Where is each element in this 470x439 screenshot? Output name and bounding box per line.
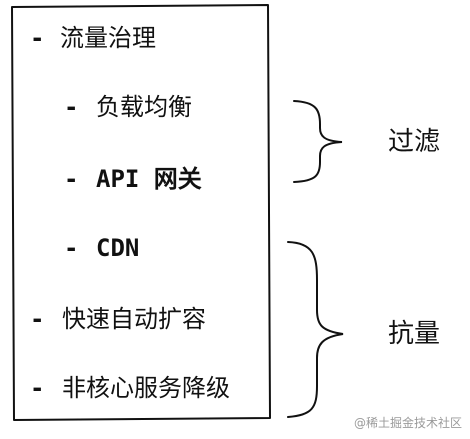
item-label: 流量治理 (60, 24, 156, 52)
group-label-filter: 过滤 (388, 127, 441, 157)
bullet-dash: - (30, 24, 45, 52)
bullet-dash: - (30, 374, 45, 402)
bullet-dash: - (64, 165, 79, 193)
item-label: CDN (96, 234, 140, 262)
item-label: API 网关 (96, 165, 202, 193)
group-label-resist: 抗量 (388, 319, 441, 349)
item-label: 负载均衡 (96, 93, 192, 121)
curly-brace-icon (287, 241, 344, 418)
item-label: 快速自动扩容 (62, 305, 206, 333)
bullet-dash: - (64, 93, 79, 121)
item-label: 非核心服务降级 (62, 374, 230, 402)
watermark: @稀土掘金技术社区 (353, 416, 462, 430)
curly-brace-icon (293, 100, 343, 183)
bullet-dash: - (64, 234, 79, 262)
list-box-outline (11, 4, 271, 421)
bullet-dash: - (30, 305, 45, 333)
